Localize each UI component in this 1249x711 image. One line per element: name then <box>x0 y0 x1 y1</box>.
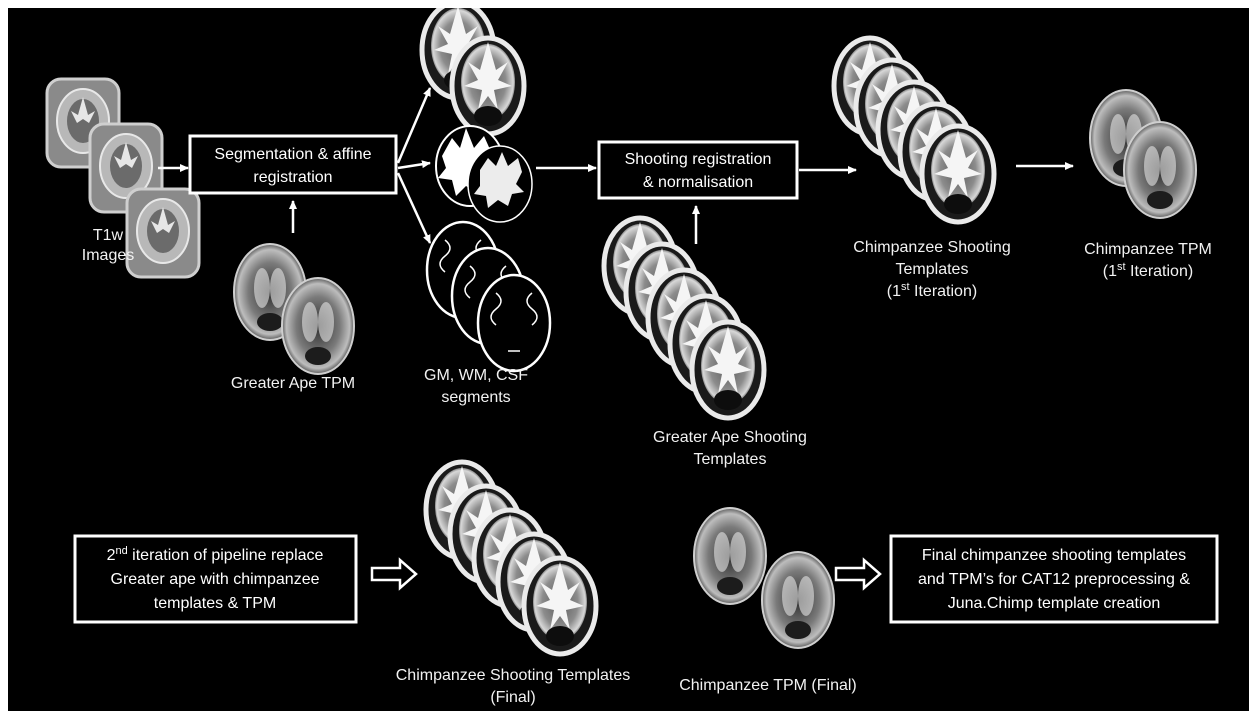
arrow-seg-to-csf <box>398 173 430 243</box>
arrow-seg-to-wm <box>398 163 430 168</box>
ctpm1-label-line2: (1st Iteration) <box>1103 261 1193 280</box>
wm-brain-2 <box>468 146 532 222</box>
chimp-tpm-1-images <box>1090 90 1196 218</box>
shooting-box: Shooting registration & normalisation <box>599 142 797 198</box>
ctpmf-label: Chimpanzee TPM (Final) <box>679 677 857 694</box>
cs1-label-line3: (1st Iteration) <box>887 281 977 300</box>
seg-box-line2: registration <box>253 169 332 186</box>
csfinal-label-line2: (Final) <box>490 689 535 706</box>
greater-ape-tpm-label: Greater Ape TPM <box>231 375 355 392</box>
ga-shooting-label-line2: Templates <box>694 451 767 468</box>
csfinal-label-line1: Chimpanzee Shooting Templates <box>396 667 631 684</box>
t1w-label-line1: T1w <box>93 227 124 244</box>
cs1-label-line1: Chimpanzee Shooting <box>853 239 1010 256</box>
iter2-line2: Greater ape with chimpanzee <box>111 571 320 588</box>
chimp-templates-1-images <box>834 38 994 222</box>
csf-segment-images <box>427 222 550 371</box>
pipeline-svg: T1w Images Segmentation & affine registr… <box>8 8 1249 711</box>
gm-brain-2 <box>452 38 524 134</box>
segments-label-line2: segments <box>441 389 510 406</box>
wm-segment-images <box>436 126 532 222</box>
hollow-arrow-2 <box>836 560 880 588</box>
hollow-arrow-1 <box>372 560 416 588</box>
ctpmf-brain-1 <box>694 508 766 604</box>
t1w-label-line2: Images <box>82 247 134 264</box>
final-line2: and TPM’s for CAT12 preprocessing & <box>918 571 1190 588</box>
csf-tmpl-brain-5 <box>524 558 596 654</box>
csf-brain-3 <box>478 275 550 371</box>
pipeline-diagram: T1w Images Segmentation & affine registr… <box>8 8 1249 711</box>
ga-shoot-brain-5 <box>692 322 764 418</box>
ctpm1-label-line1: Chimpanzee TPM <box>1084 241 1212 258</box>
greater-ape-tpm-images <box>234 244 354 374</box>
final-line1: Final chimpanzee shooting templates <box>922 547 1186 564</box>
iter2-line1: 2nd iteration of pipeline replace <box>107 545 324 564</box>
chimp-tpm-final-images <box>694 508 834 648</box>
shoot-box-line2: & normalisation <box>643 174 753 191</box>
segments-label-line1: GM, WM, CSF <box>424 367 528 384</box>
cs1-label-line2: Templates <box>896 261 969 278</box>
iter2-line3: templates & TPM <box>154 595 276 612</box>
ga-shooting-label-line1: Greater Ape Shooting <box>653 429 807 446</box>
final-box: Final chimpanzee shooting templates and … <box>891 536 1217 622</box>
iteration2-box: 2nd iteration of pipeline replace Greate… <box>75 536 356 622</box>
final-line3: Juna.Chimp template creation <box>948 595 1161 612</box>
chimp-templates-final-images <box>426 462 596 654</box>
arrow-seg-to-gm <box>398 88 430 163</box>
ctpm1-brain-2 <box>1124 122 1196 218</box>
shoot-box-line1: Shooting registration <box>625 151 772 168</box>
ctpmf-brain-2 <box>762 552 834 648</box>
cs1-brain-5 <box>922 126 994 222</box>
gm-segment-images <box>422 8 524 134</box>
greater-ape-shooting-images <box>604 218 764 418</box>
t1w-scan-3 <box>127 189 199 277</box>
segmentation-box: Segmentation & affine registration <box>190 136 396 193</box>
ga-tpm-brain-2 <box>282 278 354 374</box>
seg-box-line1: Segmentation & affine <box>214 146 371 163</box>
